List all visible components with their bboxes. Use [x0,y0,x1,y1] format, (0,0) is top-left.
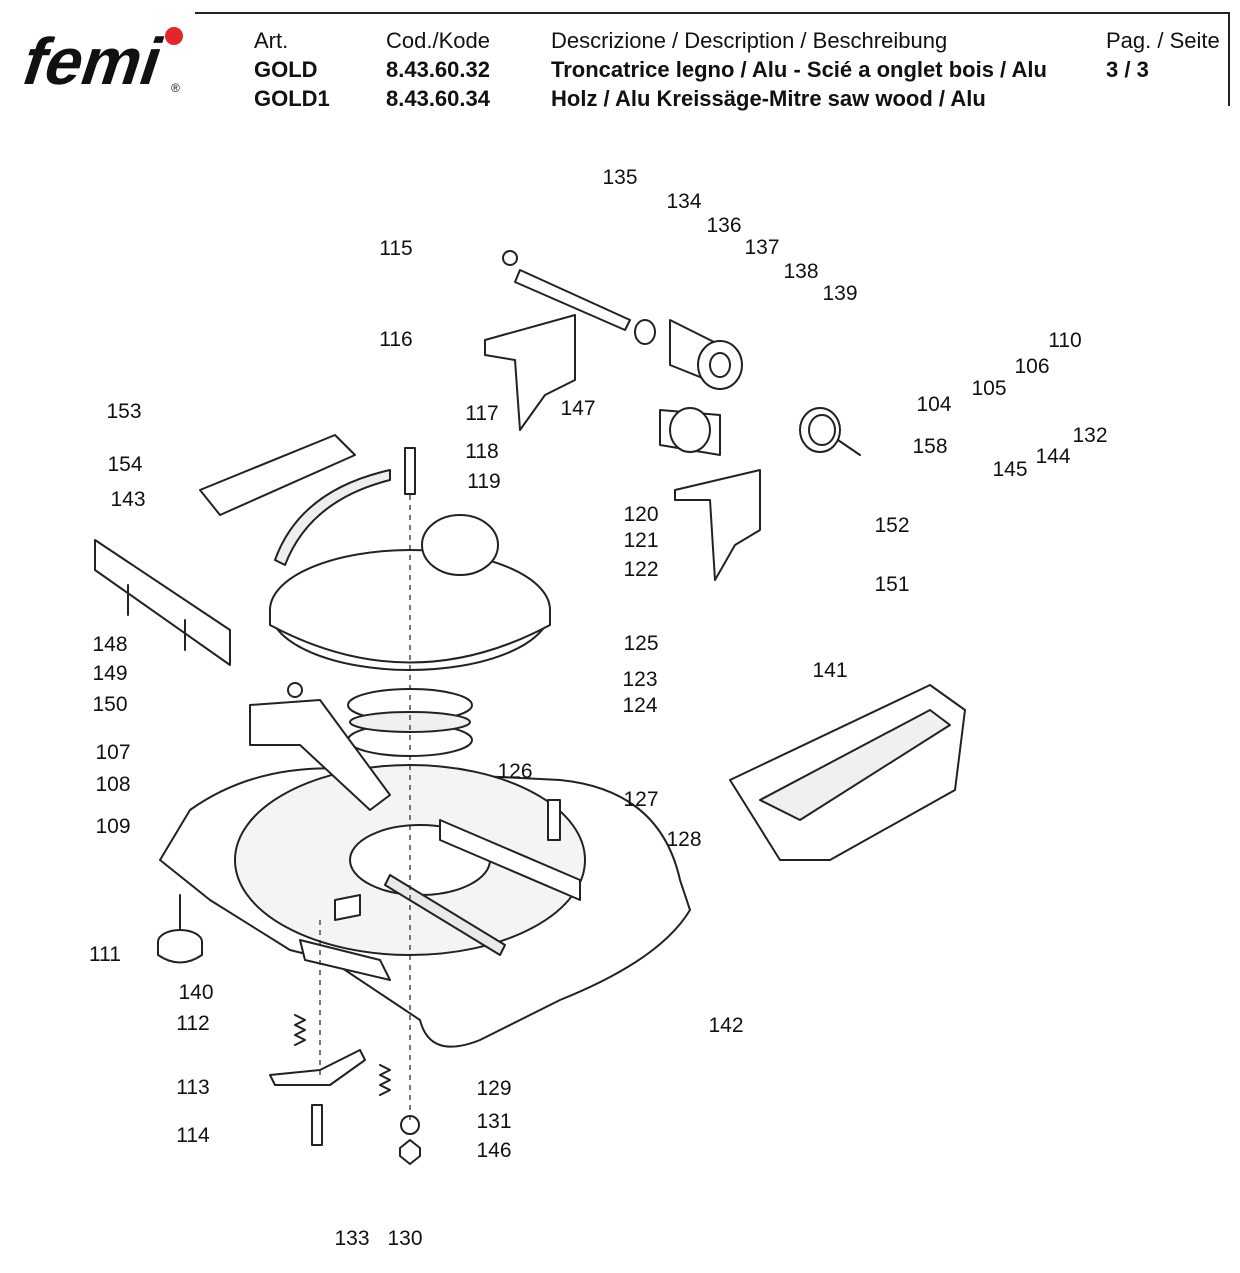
pivot-shaft [514,269,631,331]
part-callout-126: 126 [497,760,532,783]
description-line-1: Troncatrice legno / Alu - Scié a onglet … [551,57,1047,82]
part-callout-150: 150 [92,693,127,716]
part-callout-134: 134 [666,190,701,213]
part-callout-115: 115 [379,237,412,260]
header-top-rule [195,12,1230,14]
part-callout-124: 124 [622,694,657,717]
article-label: Art. [254,28,289,53]
base-front-lip [299,939,391,981]
part-callout-111: 111 [89,943,121,966]
part-callout-138: 138 [783,260,818,283]
part-callout-140: 140 [178,981,213,1004]
code-column: Cod./Kode 8.43.60.32 8.43.60.34 [386,26,490,113]
part-callout-129: 129 [476,1077,511,1100]
part-callout-137: 137 [744,236,779,259]
part-callout-152: 152 [874,514,909,537]
part-callout-117: 117 [465,402,498,425]
scale-strip [384,874,506,956]
part-callout-118: 118 [465,440,498,463]
part-callout-144: 144 [1035,445,1070,468]
part-callout-119: 119 [467,470,500,493]
code-gold1: 8.43.60.34 [386,86,490,111]
part-callout-108: 108 [95,773,130,796]
code-label: Cod./Kode [386,28,490,53]
part-callout-147: 147 [560,397,595,420]
part-callout-149: 149 [92,662,127,685]
part-callout-146: 146 [476,1139,511,1162]
part-callout-106: 106 [1014,355,1049,378]
part-callout-122: 122 [623,558,658,581]
guard-plate-152 [674,469,761,581]
description-line-2: Holz / Alu Kreissäge-Mitre saw wood / Al… [551,86,986,111]
registered-mark: ® [171,81,180,95]
part-callout-153: 153 [106,400,141,423]
femi-logo: femi ® [13,26,183,99]
description-column: Descrizione / Description / Beschreibung… [551,26,1047,113]
part-callout-125: 125 [623,632,658,655]
part-callout-128: 128 [666,828,701,851]
clamp-rail [199,434,356,516]
guard-plate-116 [484,314,576,431]
stud-114 [311,1104,323,1146]
part-callout-131: 131 [476,1110,511,1133]
pivot-housing [421,514,499,576]
page-column: Pag. / Seite 3 / 3 [1106,26,1220,84]
part-callout-104: 104 [916,393,951,416]
logo-wordmark: femi [13,26,172,99]
protractor-arc [274,469,391,566]
part-callout-123: 123 [622,668,657,691]
page-number: 3 / 3 [1106,57,1149,82]
part-callout-112: 112 [176,1012,209,1035]
part-callout-113: 113 [176,1076,209,1099]
part-callout-109: 109 [95,815,130,838]
arm-bracket [249,699,391,811]
part-callout-132: 132 [1072,424,1107,447]
page-label: Pag. / Seite [1106,28,1220,53]
spring-130 [379,1064,391,1096]
part-callout-127: 127 [623,788,658,811]
header: femi ® Art. GOLD GOLD1 Cod./Kode 8.43.60… [0,0,1240,120]
part-callout-121: 121 [623,529,658,552]
article-gold1: GOLD1 [254,86,330,111]
description-label: Descrizione / Description / Beschreibung [551,28,948,53]
part-callout-130: 130 [387,1227,422,1250]
part-callout-105: 105 [971,377,1006,400]
part-callout-114: 114 [176,1124,210,1147]
part-callout-158: 158 [912,435,947,458]
nut-146 [399,1139,421,1165]
spring-112 [294,1014,306,1046]
part-callout-135: 135 [602,166,637,189]
part-callout-139: 139 [822,282,857,305]
part-callout-141: 141 [812,659,847,682]
part-callout-148: 148 [92,633,127,656]
header-right-rule [1228,12,1230,106]
part-callout-110: 110 [1048,329,1081,352]
release-lever [269,1049,366,1086]
part-callout-107: 107 [95,741,130,764]
part-callout-136: 136 [706,214,741,237]
article-gold: GOLD [254,57,318,82]
code-gold: 8.43.60.32 [386,57,490,82]
part-callout-120: 120 [623,503,658,526]
part-callout-151: 151 [874,573,909,596]
part-callout-116: 116 [379,328,412,351]
part-callout-133: 133 [334,1227,369,1250]
part-callout-145: 145 [992,458,1027,481]
logo-dot [165,27,183,45]
article-column: Art. GOLD GOLD1 [254,26,330,113]
part-callout-154: 154 [107,453,142,476]
part-callout-142: 142 [708,1014,743,1037]
return-spring [799,407,841,453]
fence-right [439,819,581,901]
part-callout-143: 143 [110,488,145,511]
fence-left [94,539,231,666]
